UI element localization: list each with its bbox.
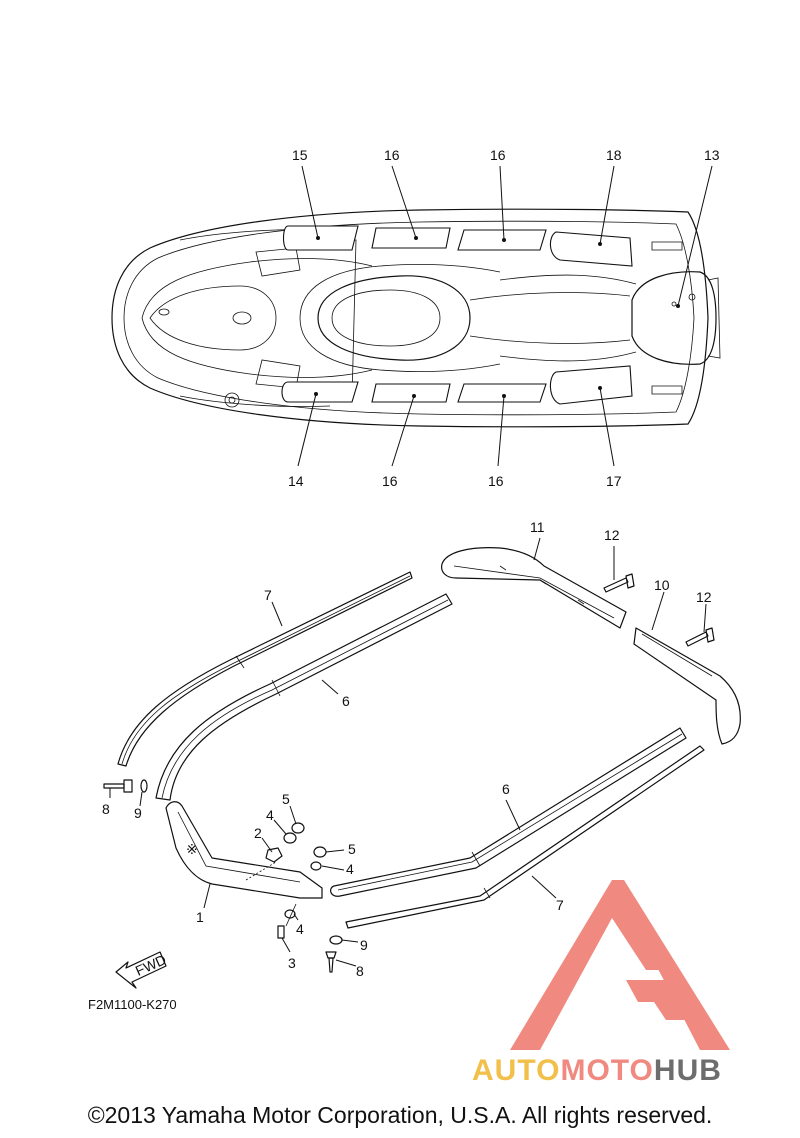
copyright-notice: ©2013 Yamaha Motor Corporation, U.S.A. A… bbox=[87, 1102, 713, 1128]
nut-5-a bbox=[291, 822, 305, 834]
mat-16-lower-a bbox=[371, 383, 451, 403]
bumper-strip-7-lower bbox=[345, 745, 705, 929]
rivet-12-upper bbox=[603, 573, 635, 593]
callout-5: 5 bbox=[282, 791, 290, 807]
callout-4: 4 bbox=[346, 861, 354, 877]
callout-16: 16 bbox=[382, 473, 398, 489]
callout-11: 11 bbox=[530, 519, 545, 535]
callout-3: 3 bbox=[288, 955, 296, 971]
mat-16-lower-b bbox=[457, 383, 547, 403]
watermark-wordmark: AUTOMOTOHUB bbox=[472, 1054, 722, 1088]
callout-1: 1 bbox=[196, 909, 204, 925]
nut-5-b bbox=[313, 846, 327, 858]
callout-2: 2 bbox=[254, 825, 262, 841]
fwd-label: FWD bbox=[133, 951, 169, 979]
front-bumper-1 bbox=[165, 801, 323, 899]
svg-text:※: ※ bbox=[186, 841, 198, 857]
callout-10: 10 bbox=[654, 577, 670, 593]
fwd-arrow-icon: FWD bbox=[115, 951, 169, 989]
watercraft-hull-top-view bbox=[111, 208, 721, 428]
callout-6: 6 bbox=[502, 781, 510, 797]
callout-8: 8 bbox=[356, 963, 364, 979]
washer-9-left bbox=[140, 779, 148, 793]
rivet-8-lower bbox=[325, 951, 337, 973]
wordmark-hub: HUB bbox=[653, 1054, 722, 1087]
callout-17: 17 bbox=[606, 473, 622, 489]
mat-18 bbox=[549, 231, 633, 267]
mat-14 bbox=[281, 381, 359, 403]
bumper-rail-6-lower bbox=[330, 727, 687, 897]
callout-6: 6 bbox=[342, 693, 350, 709]
callout-9: 9 bbox=[360, 937, 368, 953]
mat-17 bbox=[549, 365, 633, 405]
mat-15 bbox=[282, 225, 359, 251]
wordmark-moto: MOTO bbox=[560, 1054, 654, 1087]
bumper-strip-7-upper bbox=[117, 571, 413, 767]
gunwale-rail-parts: ※ FWD bbox=[103, 547, 741, 989]
callout-14: 14 bbox=[288, 473, 304, 489]
rear-corner-11 bbox=[441, 547, 627, 629]
rear-corner-10 bbox=[633, 627, 741, 745]
collar-4-b bbox=[310, 861, 322, 871]
collar-4-a bbox=[283, 832, 297, 844]
callout-4: 4 bbox=[296, 921, 304, 937]
screw-3 bbox=[277, 925, 285, 939]
rivet-12-lower bbox=[685, 627, 715, 647]
callout-12: 12 bbox=[604, 527, 620, 543]
watermark-logo: AUTOMOTOHUB bbox=[470, 860, 800, 1095]
callout-numbers: 15 16 16 18 13 14 16 16 17 11 12 10 12 7… bbox=[102, 147, 720, 979]
callout-4: 4 bbox=[266, 807, 274, 823]
washer-9-lower bbox=[329, 935, 343, 945]
callout-15: 15 bbox=[292, 147, 308, 163]
wordmark-auto: AUTO bbox=[472, 1054, 561, 1087]
parts-leader-lines bbox=[109, 537, 707, 967]
callout-16: 16 bbox=[488, 473, 504, 489]
callout-13: 13 bbox=[704, 147, 720, 163]
drawing-code: F2M1100-K270 bbox=[88, 997, 177, 1012]
callout-16: 16 bbox=[490, 147, 506, 163]
callout-7: 7 bbox=[264, 587, 272, 603]
callout-12: 12 bbox=[696, 589, 712, 605]
callout-16: 16 bbox=[384, 147, 400, 163]
callout-18: 18 bbox=[606, 147, 622, 163]
watermark-triangle-icon bbox=[510, 880, 730, 1050]
nut-2 bbox=[265, 847, 283, 863]
callout-7: 7 bbox=[556, 897, 564, 913]
bumper-rail-6-upper bbox=[155, 593, 453, 801]
callout-8: 8 bbox=[102, 801, 110, 817]
hull-leader-lines bbox=[297, 165, 713, 467]
rivet-8-left bbox=[103, 779, 133, 793]
callout-5: 5 bbox=[348, 841, 356, 857]
callout-9: 9 bbox=[134, 805, 142, 821]
mat-16-upper-a bbox=[371, 227, 451, 249]
